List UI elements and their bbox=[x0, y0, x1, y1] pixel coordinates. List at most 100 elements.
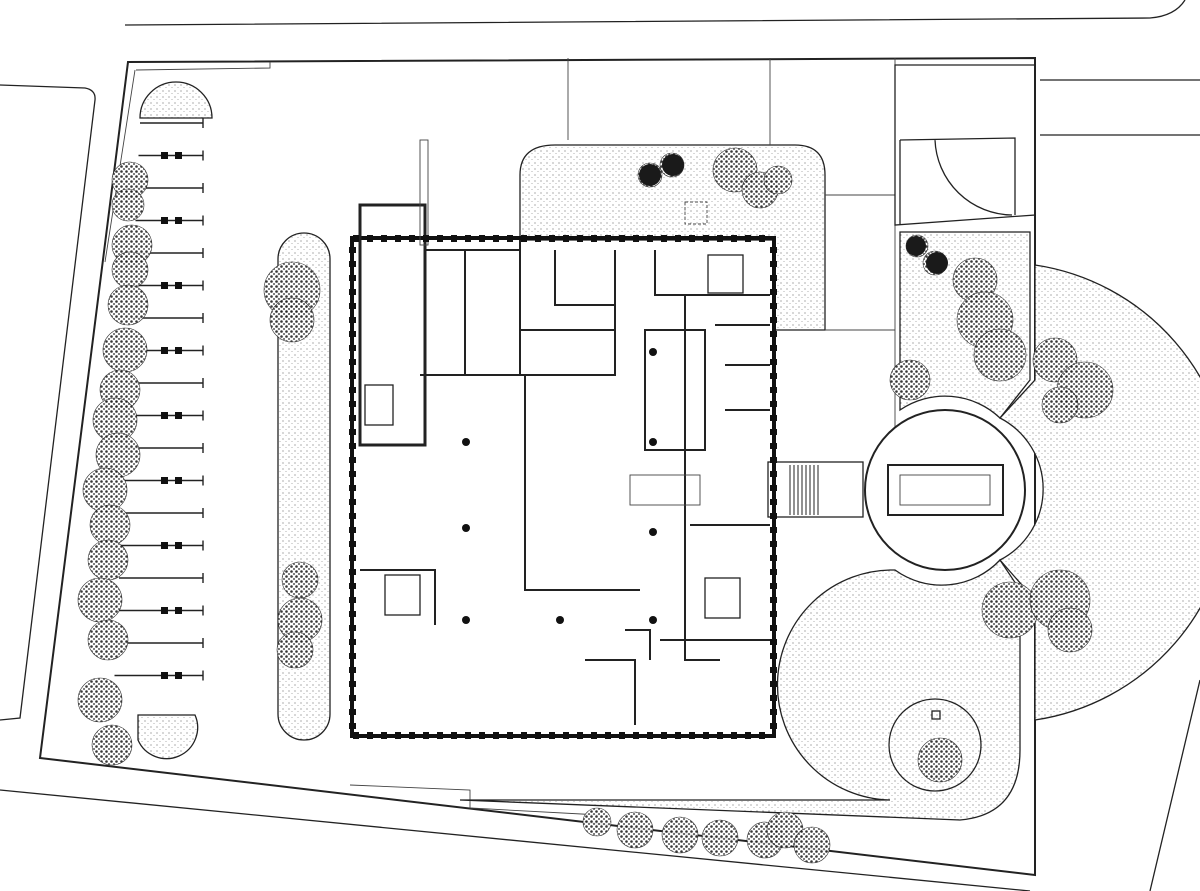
column bbox=[349, 345, 356, 351]
street-edge-top bbox=[124, 0, 1186, 26]
column bbox=[349, 289, 356, 295]
bollard bbox=[175, 672, 182, 679]
column bbox=[349, 597, 356, 603]
column bbox=[349, 443, 356, 449]
column bbox=[349, 331, 356, 337]
bollard bbox=[175, 477, 182, 484]
column bbox=[675, 732, 681, 739]
column bbox=[770, 583, 777, 589]
stair-southeast bbox=[704, 577, 741, 619]
column bbox=[349, 681, 356, 687]
bollard bbox=[175, 607, 182, 614]
bollard bbox=[161, 672, 168, 679]
column-dot bbox=[649, 528, 657, 536]
tree-icon bbox=[77, 677, 123, 723]
column bbox=[703, 235, 709, 242]
stair-treads bbox=[789, 465, 819, 515]
tree-icon bbox=[662, 154, 684, 176]
west-wing bbox=[358, 203, 427, 447]
tree-icon bbox=[281, 561, 319, 599]
tree-icon bbox=[89, 504, 131, 546]
column bbox=[619, 732, 625, 739]
stair-north bbox=[707, 254, 744, 294]
column bbox=[770, 667, 777, 673]
column bbox=[633, 235, 639, 242]
column bbox=[661, 235, 667, 242]
corridor-skylight bbox=[629, 474, 701, 506]
plaza-pool bbox=[887, 464, 1004, 516]
gatehouse bbox=[894, 64, 1036, 226]
column bbox=[770, 611, 777, 617]
column bbox=[770, 597, 777, 603]
tree-icon bbox=[111, 188, 145, 222]
column bbox=[770, 569, 777, 575]
tree-icon bbox=[87, 619, 129, 661]
column bbox=[349, 695, 356, 701]
column bbox=[770, 527, 777, 533]
south-east-garden bbox=[459, 558, 1021, 821]
column bbox=[535, 732, 541, 739]
bollard bbox=[175, 152, 182, 159]
column bbox=[770, 709, 777, 715]
tree-icon bbox=[661, 816, 699, 854]
column bbox=[349, 471, 356, 477]
column bbox=[770, 345, 777, 351]
tree-icon bbox=[276, 631, 314, 669]
tree-icon bbox=[102, 327, 148, 373]
plaza-marker bbox=[931, 710, 941, 720]
tree-icon bbox=[1041, 386, 1079, 424]
column-dot bbox=[556, 616, 564, 624]
column bbox=[770, 639, 777, 645]
structural-columns bbox=[462, 348, 657, 624]
street-edge-bottom bbox=[0, 789, 1031, 891]
column-dot bbox=[649, 348, 657, 356]
column bbox=[770, 695, 777, 701]
road-right bbox=[1040, 79, 1200, 891]
column bbox=[349, 583, 356, 589]
column bbox=[770, 373, 777, 379]
boundary-wall-bottom bbox=[349, 784, 601, 816]
parking-planter-bottom bbox=[137, 714, 199, 760]
bollard bbox=[175, 282, 182, 289]
column bbox=[577, 235, 583, 242]
column bbox=[605, 732, 611, 739]
column bbox=[770, 247, 777, 253]
column bbox=[770, 317, 777, 323]
column bbox=[451, 235, 457, 242]
column bbox=[770, 471, 777, 477]
column bbox=[689, 732, 695, 739]
column bbox=[465, 235, 471, 242]
column bbox=[770, 401, 777, 407]
column bbox=[745, 732, 751, 739]
column bbox=[770, 625, 777, 631]
column bbox=[349, 513, 356, 519]
column bbox=[423, 732, 429, 739]
column bbox=[349, 541, 356, 547]
trees bbox=[77, 147, 1114, 864]
column bbox=[423, 235, 429, 242]
column bbox=[759, 235, 765, 242]
column bbox=[759, 732, 765, 739]
road-left bbox=[0, 84, 96, 721]
column bbox=[689, 235, 695, 242]
column bbox=[770, 555, 777, 561]
column bbox=[770, 653, 777, 659]
column bbox=[661, 732, 667, 739]
perimeter-columns bbox=[349, 235, 777, 739]
tree-icon bbox=[973, 328, 1027, 382]
bollard bbox=[161, 412, 168, 419]
column bbox=[770, 681, 777, 687]
column bbox=[770, 289, 777, 295]
column bbox=[493, 235, 499, 242]
column bbox=[367, 732, 373, 739]
column bbox=[770, 275, 777, 281]
tree-icon bbox=[1047, 607, 1093, 653]
column bbox=[675, 235, 681, 242]
tree-icon bbox=[91, 724, 133, 766]
column bbox=[770, 387, 777, 393]
column bbox=[395, 732, 401, 739]
column bbox=[349, 429, 356, 435]
column bbox=[507, 732, 513, 739]
column bbox=[770, 541, 777, 547]
column bbox=[549, 235, 555, 242]
